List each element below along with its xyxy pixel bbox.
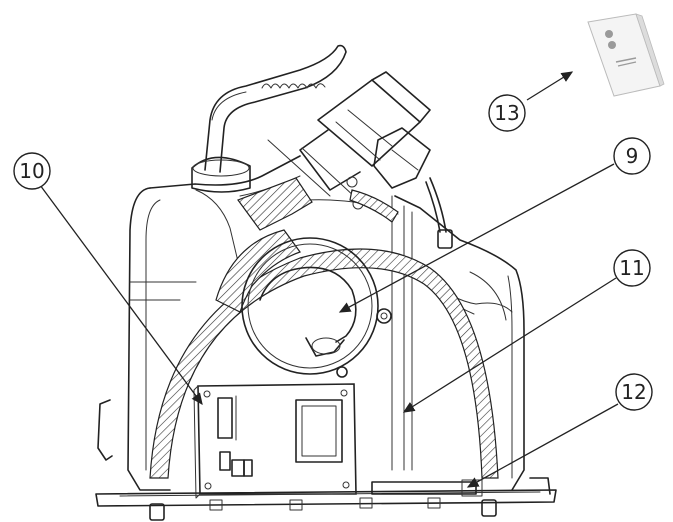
remote-button-icon [605,30,613,38]
lamp-head [267,71,453,249]
leader-12 [466,403,619,488]
callout-label: 13 [494,101,519,125]
callout-label: 10 [19,159,44,183]
leader-11 [402,277,617,413]
remote-button-icon [608,41,616,49]
callout-12: 12 [615,373,653,411]
callout-label: 11 [619,256,644,280]
leader-10 [39,184,203,406]
leader-lines [39,71,619,488]
leader-9 [338,163,615,313]
callout-13: 13 [488,94,526,132]
leader-13 [526,71,574,101]
drum [241,237,392,378]
callout-label: 9 [626,144,639,168]
arched-rib [149,177,499,479]
handle [191,44,347,193]
remote-control [587,13,665,97]
base-plate [95,477,557,521]
callout-9: 9 [613,137,651,175]
callout-11: 11 [613,249,651,287]
circuit-board [193,383,357,499]
callout-10: 10 [13,152,51,190]
callout-label: 12 [621,380,646,404]
